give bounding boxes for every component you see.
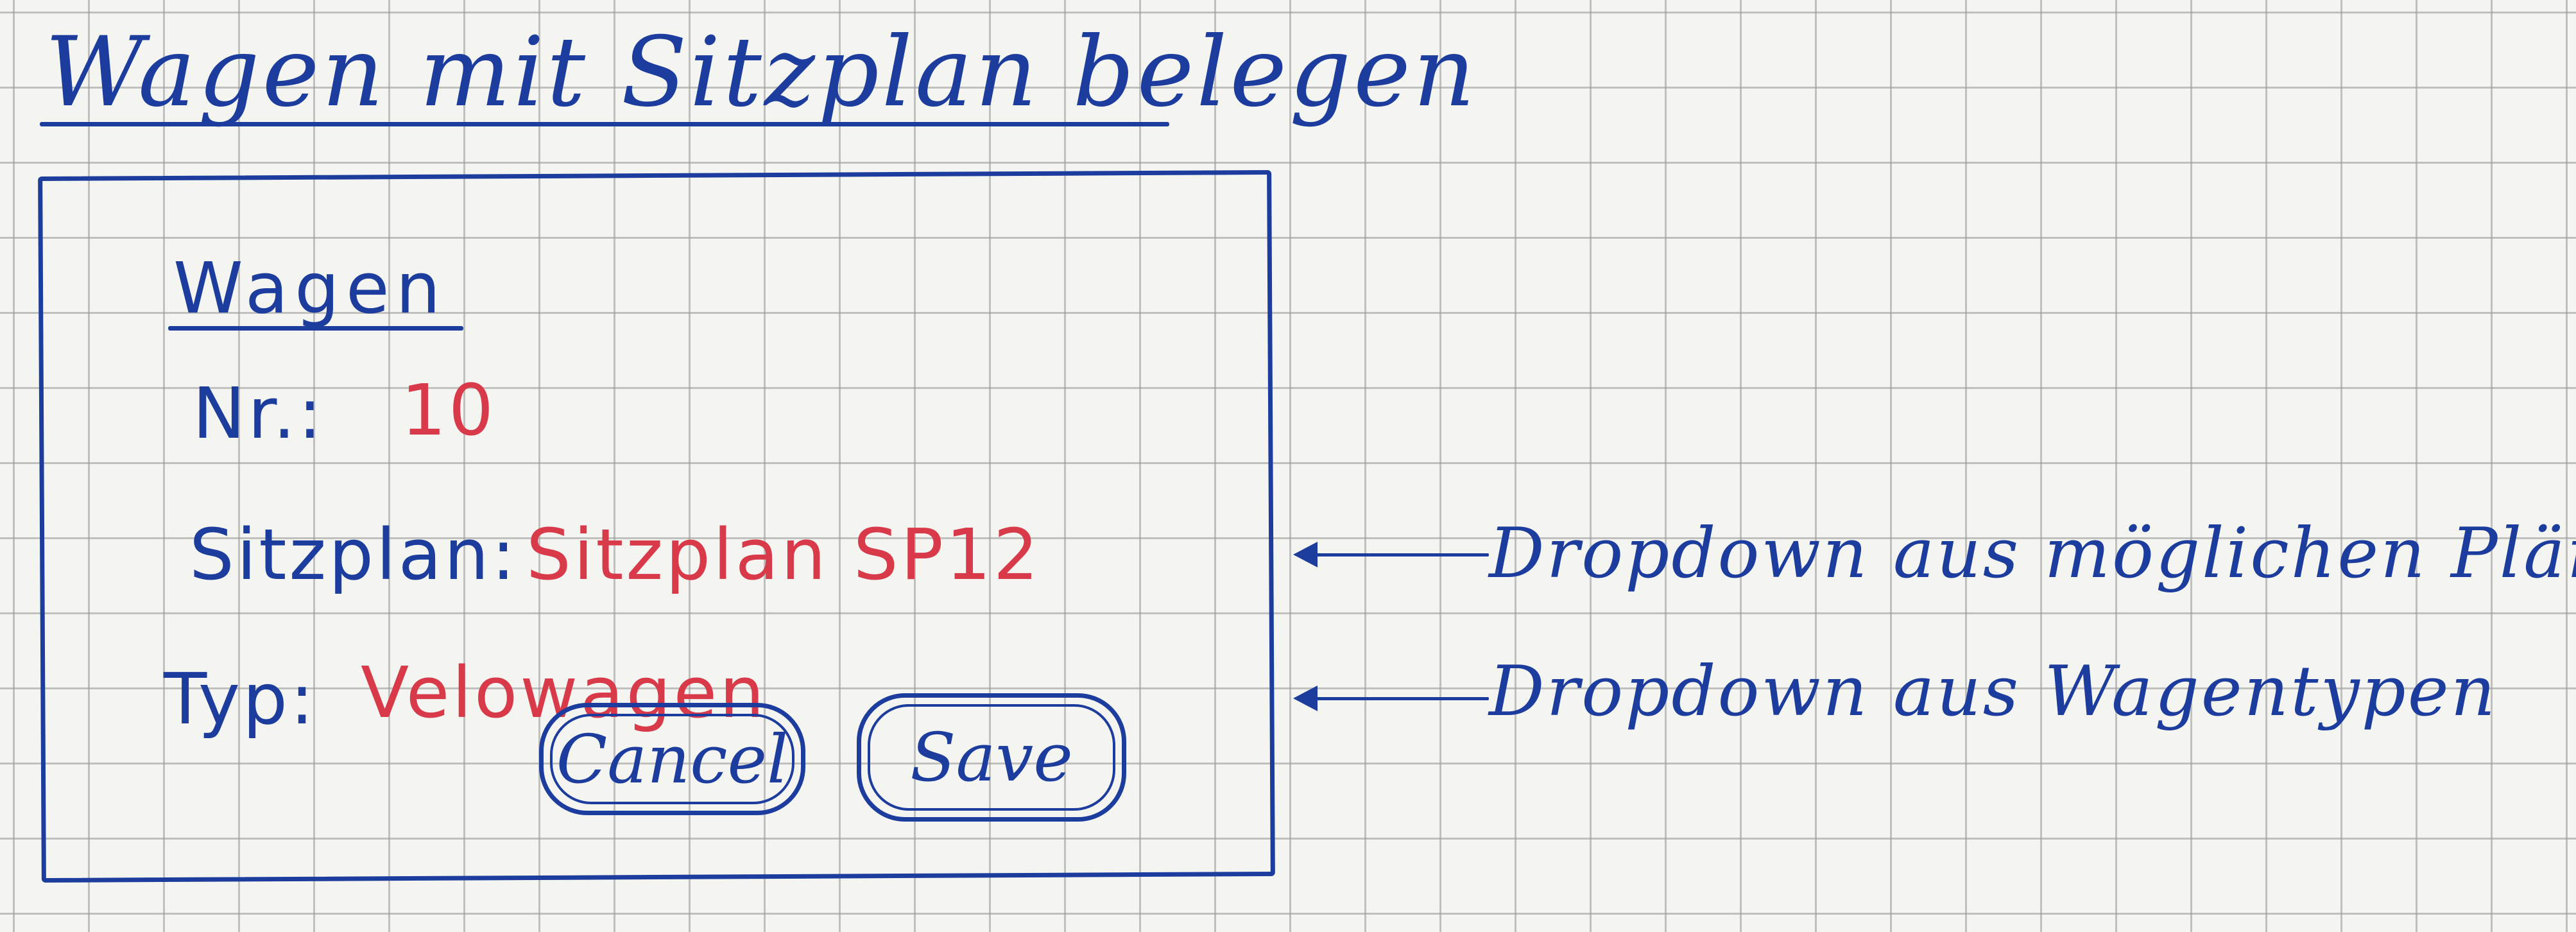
section-title: Wagen xyxy=(173,247,447,329)
save-button[interactable]: Save xyxy=(857,693,1126,822)
save-button-label: Save xyxy=(910,718,1073,797)
page-title: Wagen mit Sitzplan belegen xyxy=(45,17,1478,128)
save-button-inner-ring xyxy=(868,704,1115,811)
typ-arrow-line xyxy=(1303,697,1489,700)
nr-label: Nr.: xyxy=(193,372,325,454)
title-underline xyxy=(40,122,1169,126)
section-underline xyxy=(168,326,463,331)
cancel-button-label: Cancel xyxy=(556,720,789,798)
typ-label: Typ: xyxy=(164,658,317,740)
cancel-button[interactable]: Cancel xyxy=(539,703,805,815)
sitzplan-dropdown[interactable]: Sitzplan SP12 xyxy=(526,513,1041,596)
sitzplan-label: Sitzplan: xyxy=(189,513,518,596)
sitzplan-annotation: Dropdown aus möglichen Pläne xyxy=(1489,513,2576,594)
sitzplan-arrow-line xyxy=(1303,553,1489,557)
cancel-button-inner-ring xyxy=(550,714,794,804)
nr-value: 10 xyxy=(401,369,496,451)
typ-annotation: Dropdown aus Wagentypen xyxy=(1489,652,2498,732)
